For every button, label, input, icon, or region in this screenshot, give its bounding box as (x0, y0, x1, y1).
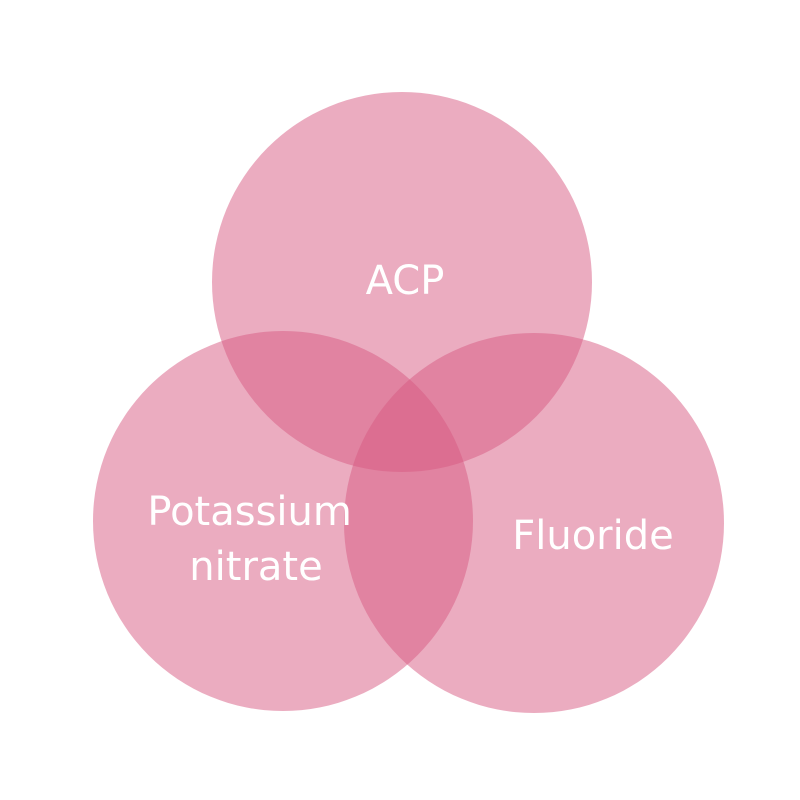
circle-fluoride (344, 333, 724, 713)
label-fluoride: Fluoride (512, 513, 674, 559)
label-acp: ACP (366, 258, 445, 304)
label-potassium-nitrate-line-2: nitrate (189, 544, 322, 590)
label-acp-line-1: ACP (366, 258, 445, 304)
label-fluoride-line-1: Fluoride (512, 513, 674, 559)
label-potassium-nitrate: Potassium nitrate (147, 489, 364, 590)
label-potassium-nitrate-line-1: Potassium (147, 489, 351, 535)
